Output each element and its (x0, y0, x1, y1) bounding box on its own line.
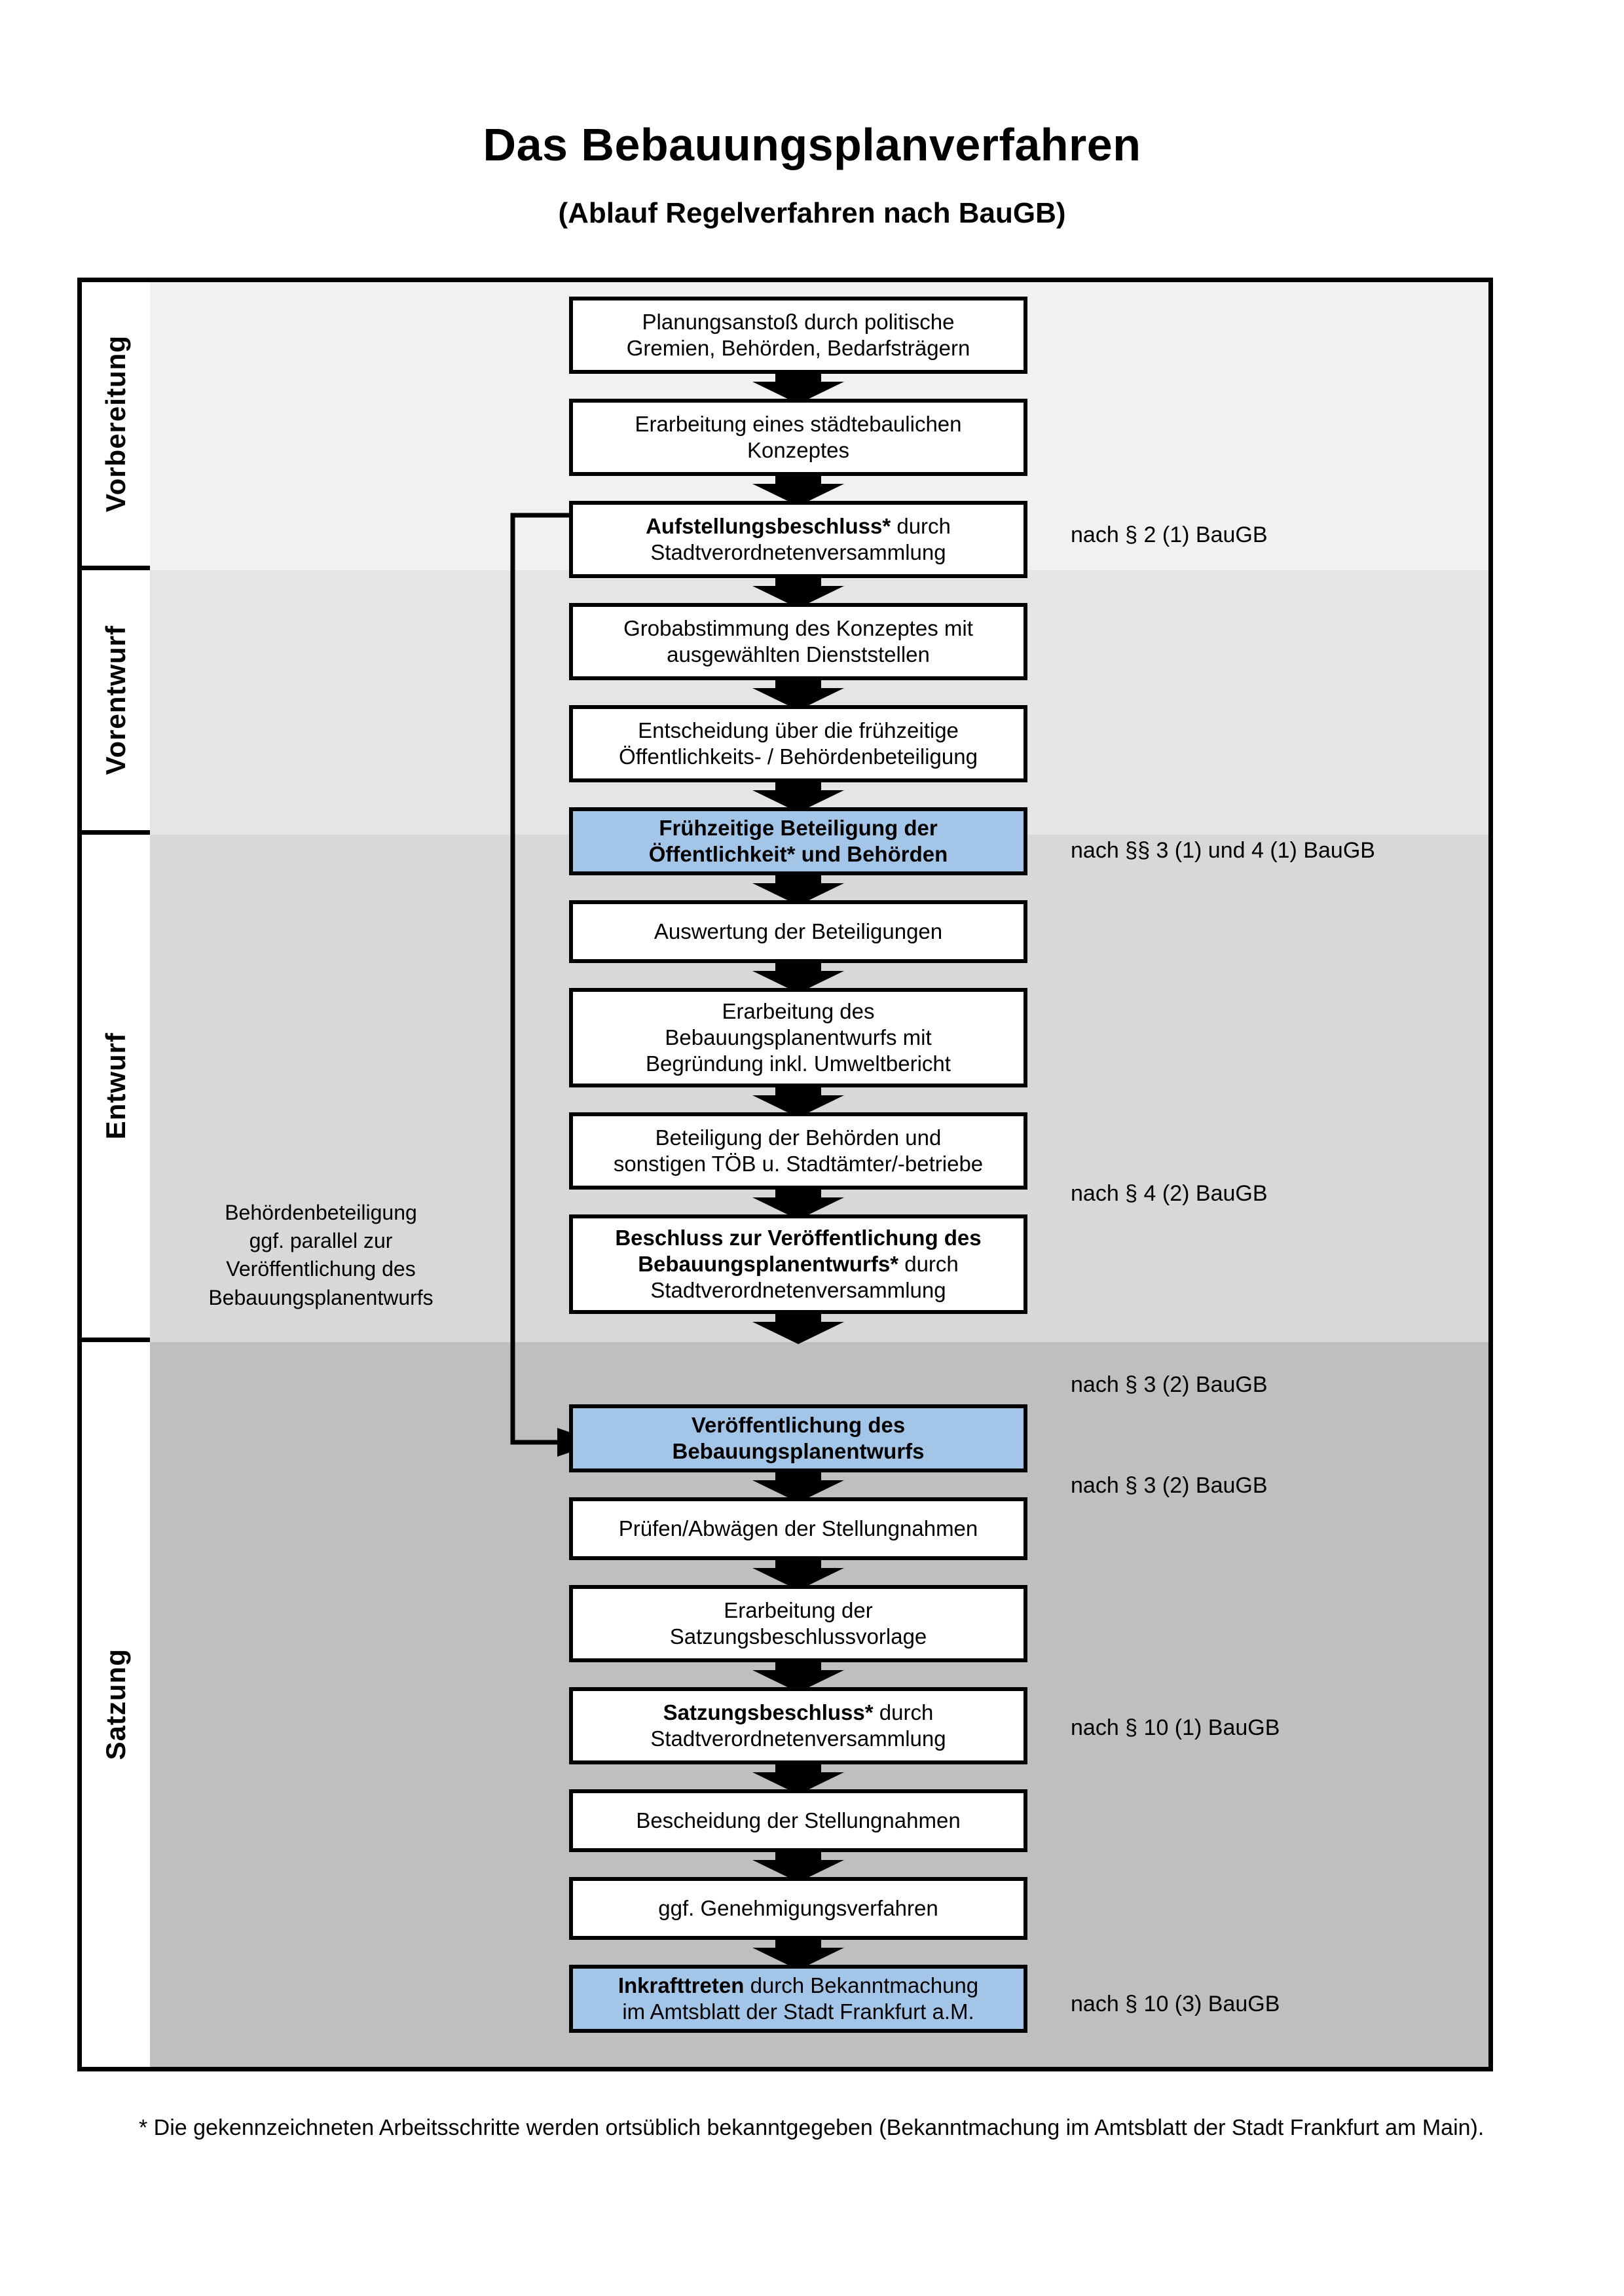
step-line-3: Stadtverordnetenversammlung (650, 1278, 946, 1303)
step-line-2-rest: durch (898, 1251, 959, 1276)
step-line-1: Planungsanstoß durch politische (642, 309, 955, 334)
step-line-2: sonstigen TÖB u. Stadtämter/-betriebe (613, 1152, 984, 1176)
page-title: Das Bebauungsplanverfahren (483, 119, 1141, 170)
step-line-1: Frühzeitige Beteiligung der (659, 815, 938, 840)
step-box-inkrafttreten[interactable]: Inkrafttreten durch Bekanntmachung im Am… (569, 1965, 1027, 2033)
step-text-erarbeitung-entwurf: Erarbeitung des Bebauungsplanentwurfs mi… (639, 998, 957, 1078)
step-text-staedtebauliches-konzept: Erarbeitung eines städtebaulichen Konzep… (628, 411, 968, 464)
step-line-1: Prüfen/Abwägen der Stellungnahmen (618, 1516, 978, 1540)
step-line-1: Beschluss zur Veröffentlichung des (615, 1225, 982, 1250)
step-text-erarbeitung-satzungsvorlage: Erarbeitung der Satzungsbeschlussvorlage (663, 1597, 934, 1650)
phase-label-satzung: Satzung (100, 1649, 131, 1760)
step-line-2-bold: Bebauungsplanentwurfs* (638, 1251, 899, 1276)
step-box-beteiligung-behoerden[interactable]: Beteiligung der Behörden und sonstigen T… (569, 1112, 1027, 1190)
step-line-1: Beteiligung der Behörden und (655, 1125, 942, 1150)
law-ref-par3-1-4-1: nach §§ 3 (1) und 4 (1) BauGB (1071, 838, 1375, 863)
step-box-veroeffentlichung-entwurf[interactable]: Veröffentlichung des Bebauungsplanentwur… (569, 1404, 1027, 1472)
step-box-fruehzeitige-beteiligung[interactable]: Frühzeitige Beteiligung der Öffentlichke… (569, 807, 1027, 875)
step-box-satzungsbeschluss[interactable]: Satzungsbeschluss* durch Stadtverordnete… (569, 1687, 1027, 1764)
step-box-staedtebauliches-konzept[interactable]: Erarbeitung eines städtebaulichen Konzep… (569, 399, 1027, 476)
phase-cell-vorentwurf: Vorentwurf (82, 570, 150, 835)
step-line-3: Begründung inkl. Umweltbericht (646, 1051, 951, 1076)
step-line-2: Öffentlichkeit* und Behörden (648, 842, 948, 866)
step-line-1-bold: Aufstellungsbeschluss* (646, 513, 891, 538)
step-text-entscheidung-fruehzeitige: Entscheidung über die frühzeitige Öffent… (612, 718, 984, 771)
side-note-parallel-beteiligung: Behördenbeteiligung ggf. parallel zur Ve… (167, 1199, 475, 1312)
step-box-entscheidung-fruehzeitige[interactable]: Entscheidung über die frühzeitige Öffent… (569, 705, 1027, 782)
step-line-1: Erarbeitung eines städtebaulichen (635, 411, 962, 436)
step-text-veroeffentlichung-entwurf: Veröffentlichung des Bebauungsplanentwur… (665, 1412, 931, 1465)
step-line-2: Bebauungsplanentwurfs mit (665, 1025, 932, 1049)
step-line-2: Öffentlichkeits- / Behördenbeteiligung (619, 744, 978, 769)
step-line-2: Konzeptes (747, 438, 849, 462)
step-line-1-rest: durch (891, 513, 951, 538)
step-text-beteiligung-behoerden: Beteiligung der Behörden und sonstigen T… (607, 1125, 989, 1178)
law-ref-par10-3: nach § 10 (3) BauGB (1071, 1992, 1280, 2016)
step-line-1: Grobabstimmung des Konzeptes mit (623, 615, 973, 640)
step-line-1: Entscheidung über die frühzeitige (638, 718, 959, 742)
step-line-2: ausgewählten Dienststellen (667, 642, 930, 666)
step-text-pruefen-abwaegen: Prüfen/Abwägen der Stellungnahmen (612, 1516, 985, 1542)
flow-arrow-10 (752, 1310, 844, 1344)
step-text-grobabstimmung: Grobabstimmung des Konzeptes mit ausgewä… (617, 615, 980, 668)
step-box-aufstellungsbeschluss[interactable]: Aufstellungsbeschluss* durch Stadtverord… (569, 501, 1027, 578)
step-box-auswertung-beteiligungen[interactable]: Auswertung der Beteiligungen (569, 900, 1027, 963)
title-block: Das Bebauungsplanverfahren (Ablauf Regel… (0, 0, 1624, 228)
side-note-line-1: Behördenbeteiligung (225, 1201, 417, 1224)
step-line-1-bold: Satzungsbeschluss* (663, 1700, 874, 1724)
step-box-beschluss-veroeffentlichung[interactable]: Beschluss zur Veröffentlichung des Bebau… (569, 1214, 1027, 1314)
phase-label-entwurf: Entwurf (100, 1032, 131, 1140)
step-box-bescheidung-stellungnahmen[interactable]: Bescheidung der Stellungnahmen (569, 1789, 1027, 1852)
phase-cell-entwurf: Entwurf (82, 835, 150, 1342)
step-line-1: ggf. Genehmigungsverfahren (658, 1895, 938, 1920)
phase-label-vorbereitung: Vorbereitung (100, 335, 131, 513)
step-line-1: Erarbeitung des (722, 998, 875, 1023)
step-text-bescheidung-stellungnahmen: Bescheidung der Stellungnahmen (629, 1808, 967, 1834)
step-line-2: Stadtverordnetenversammlung (650, 540, 946, 564)
step-line-1: Veröffentlichung des (691, 1412, 906, 1437)
step-line-2: Stadtverordnetenversammlung (650, 1726, 946, 1751)
footnote: * Die gekennzeichneten Arbeitsschritte w… (139, 2115, 1485, 2140)
side-note-line-2: ggf. parallel zur (249, 1229, 393, 1253)
phase-label-vorentwurf: Vorentwurf (100, 625, 131, 775)
step-line-1-rest: durch Bekanntmachung (744, 1973, 979, 1997)
step-line-2: im Amtsblatt der Stadt Frankfurt a.M. (622, 1999, 974, 2024)
step-line-2: Satzungsbeschlussvorlage (669, 1624, 927, 1649)
step-text-planungsanstoss: Planungsanstoß durch politische Gremien,… (620, 309, 977, 362)
side-note-line-3: Veröffentlichung des (226, 1257, 416, 1281)
step-text-fruehzeitige-beteiligung: Frühzeitige Beteiligung der Öffentlichke… (642, 815, 955, 868)
step-line-2: Gremien, Behörden, Bedarfsträgern (626, 336, 970, 360)
step-box-grobabstimmung[interactable]: Grobabstimmung des Konzeptes mit ausgewä… (569, 603, 1027, 680)
law-ref-par3-2-a: nach § 3 (2) BauGB (1071, 1372, 1268, 1397)
step-line-1-bold: Inkrafttreten (618, 1973, 745, 1997)
step-box-genehmigungsverfahren[interactable]: ggf. Genehmigungsverfahren (569, 1877, 1027, 1940)
step-box-erarbeitung-satzungsvorlage[interactable]: Erarbeitung der Satzungsbeschlussvorlage (569, 1585, 1027, 1662)
step-box-planungsanstoss[interactable]: Planungsanstoß durch politische Gremien,… (569, 297, 1027, 374)
step-line-1: Erarbeitung der (724, 1597, 873, 1622)
law-ref-par10-1: nach § 10 (1) BauGB (1071, 1715, 1280, 1740)
page-subtitle: (Ablauf Regelverfahren nach BauGB) (558, 197, 1066, 229)
step-box-erarbeitung-entwurf[interactable]: Erarbeitung des Bebauungsplanentwurfs mi… (569, 988, 1027, 1087)
process-flowchart: Vorbereitung Vorentwurf Entwurf Satzung … (77, 278, 1493, 2071)
step-text-genehmigungsverfahren: ggf. Genehmigungsverfahren (652, 1895, 944, 1922)
law-ref-par2-1: nach § 2 (1) BauGB (1071, 522, 1268, 547)
side-note-line-4: Bebauungsplanentwurfs (208, 1285, 434, 1309)
step-text-satzungsbeschluss: Satzungsbeschluss* durch Stadtverordnete… (644, 1700, 952, 1753)
law-ref-par4-2: nach § 4 (2) BauGB (1071, 1181, 1268, 1206)
step-box-pruefen-abwaegen[interactable]: Prüfen/Abwägen der Stellungnahmen (569, 1497, 1027, 1560)
phase-cell-vorbereitung: Vorbereitung (82, 282, 150, 570)
step-text-auswertung-beteiligungen: Auswertung der Beteiligungen (648, 919, 949, 945)
phase-cell-satzung: Satzung (82, 1342, 150, 2067)
step-line-1: Bescheidung der Stellungnahmen (636, 1808, 961, 1832)
phase-label-column: Vorbereitung Vorentwurf Entwurf Satzung (82, 282, 150, 2067)
law-ref-par3-2-b: nach § 3 (2) BauGB (1071, 1473, 1268, 1498)
step-line-2: Bebauungsplanentwurfs (672, 1439, 925, 1463)
step-line-1-rest: durch (873, 1700, 934, 1724)
step-line-1: Auswertung der Beteiligungen (654, 919, 943, 943)
step-text-inkrafttreten: Inkrafttreten durch Bekanntmachung im Am… (612, 1973, 985, 2026)
step-text-aufstellungsbeschluss: Aufstellungsbeschluss* durch Stadtverord… (639, 513, 957, 566)
step-text-beschluss-veroeffentlichung: Beschluss zur Veröffentlichung des Bebau… (608, 1225, 987, 1304)
